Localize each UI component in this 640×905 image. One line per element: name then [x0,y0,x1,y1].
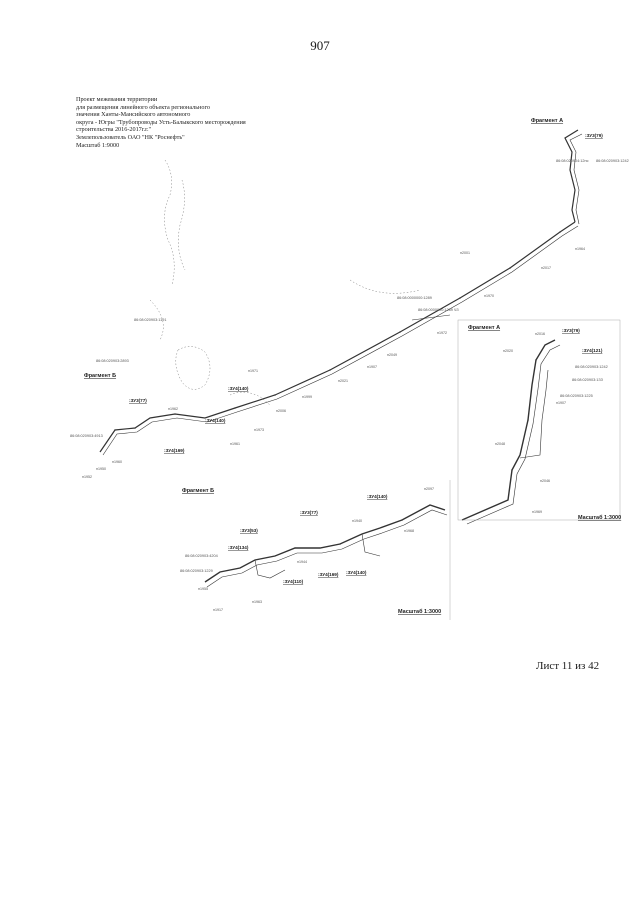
project-line: Масштаб 1:9000 [76,141,120,149]
survey-markers [114,231,561,549]
parcel-label: :ЗУ3(77) [129,398,147,403]
point-label: н2046 [540,479,550,483]
point-label: н1907 [367,365,377,369]
cadastral-number: 86:08:020903:1225 [560,394,593,398]
pipeline-corridor [569,133,583,225]
point-label: н1952 [82,475,92,479]
point-label: н2016 [535,332,545,336]
cadastral-number: 86:08:020903:1ЗЗ [572,378,604,382]
contour-line [229,391,271,406]
project-title-block: Проект межевания территории для размещен… [76,96,306,149]
point-label: н1968 [404,529,414,533]
cadastral-number: 86:08:020903:1229 [180,569,213,573]
fragment-b-corridor [204,504,446,583]
point-label: н2020 [503,349,513,353]
point-label: н1962 [168,407,178,411]
point-label: н2001 [460,251,470,255]
point-label: н1969 [532,510,542,514]
pipeline-corridor [99,221,576,453]
point-label: н1917 [213,608,223,612]
project-line: значения Ханты-Мансийского автономного [76,111,191,119]
point-label: н1907 [556,401,566,405]
scale-label: Масштаб 1:3000 [398,608,441,615]
fragment-b-corridor [361,533,381,557]
parcel-label: :ЗУ3(53) [240,528,258,533]
point-label: н1999 [302,395,312,399]
fragment-label: Фрагмент А [531,118,563,124]
project-line: для размещения линейного объекта региона… [76,103,210,111]
parcel-label: :ЗУ4(140) [346,570,367,575]
project-line: строительства 2016-2017г.г." [76,126,152,134]
fragment-label: Фрагмент Б [84,373,116,379]
contour-line [178,179,186,271]
project-line: округа - Югры "Трубопроводы Усть-Балыкск… [76,118,246,126]
parcel-label: :ЗУ3(77) [300,510,318,515]
point-label: н2021 [338,379,348,383]
point-label: н2049 [387,353,397,357]
point-label: н1973 [254,428,264,432]
parcel-label: :ЗУ3(79) [562,328,580,333]
parcel-label: :ЗУ4(110) [283,579,304,584]
cadastral-number: 86:08:020903:1242 [575,365,608,369]
point-label: н1971 [248,369,258,373]
fragment-a-corridor [461,339,556,521]
point-label: н1972 [437,331,447,335]
sheet-label: Лист 11 из 42 [536,660,600,672]
point-label: н1963 [252,600,262,604]
point-label: н2017 [541,266,551,270]
parcel-label: :ЗУ4(134) [228,545,249,550]
point-label: н1950 [96,467,106,471]
scale-label: Масштаб 1:3000 [578,514,621,521]
cadastral-number: 86:08:020903:4204 [185,554,218,558]
parcel-label: :ЗУ4(140) [205,418,226,423]
fragment-label: Фрагмент А [468,325,500,331]
parcel-label: :ЗУ4(169) [164,448,185,453]
cadastral-number: 86:08:0000000:1289 ЧЗ [418,308,459,312]
cadastral-number: 86:08:020903:2893 [96,359,129,363]
pipeline-corridor [411,314,451,321]
fragment-a-corridor [519,369,549,459]
parcel-label: :ЗУ4(169) [318,572,339,577]
fragment-a-frame [457,319,621,521]
parcel-label: :ЗУ4(140) [228,386,249,391]
fragment-b-corridor [206,509,448,588]
project-line: Землепользователь ОАО "НК "Роснефть" [76,133,185,141]
contour-line [164,159,175,286]
fragment-b-corridor [254,559,286,579]
point-label: н1960 [112,460,122,464]
point-label: н2097 [424,487,434,491]
pipeline-corridor [564,129,579,223]
point-label: н1961 [230,442,240,446]
fragment-a-corridor [466,344,561,525]
contour-line [175,346,211,390]
parcel-label: :ЗУ4(140) [367,494,388,499]
contour-line [349,279,421,294]
cadastral-number: 86:08:020903:1242 [596,159,629,163]
cadastral-number: 86:08:020903:4913 [70,434,103,438]
point-label: н1970 [484,294,494,298]
point-label: н1944 [297,560,307,564]
point-label: н2048 [495,442,505,446]
cadastral-number: 86:08:0000000:1289 [397,296,432,300]
cadastral-number: 86:08:020903:1191 [134,318,166,322]
point-label: н1940 [352,519,362,523]
cadastral-number: 86:08:020904:12нс [556,159,589,163]
contour-line [149,299,164,341]
parcel-label: :ЗУ4(121) [582,348,603,353]
parcel-label: :ЗУ3(79) [585,133,603,138]
fragment-label: Фрагмент Б [182,488,214,494]
point-label: н1964 [575,247,585,251]
page-number: 907 [310,38,330,53]
point-label: н1955 [198,587,208,591]
project-line: Проект межевания территории [76,96,158,103]
point-label: н2006 [276,409,286,413]
pipeline-corridor [102,225,579,456]
